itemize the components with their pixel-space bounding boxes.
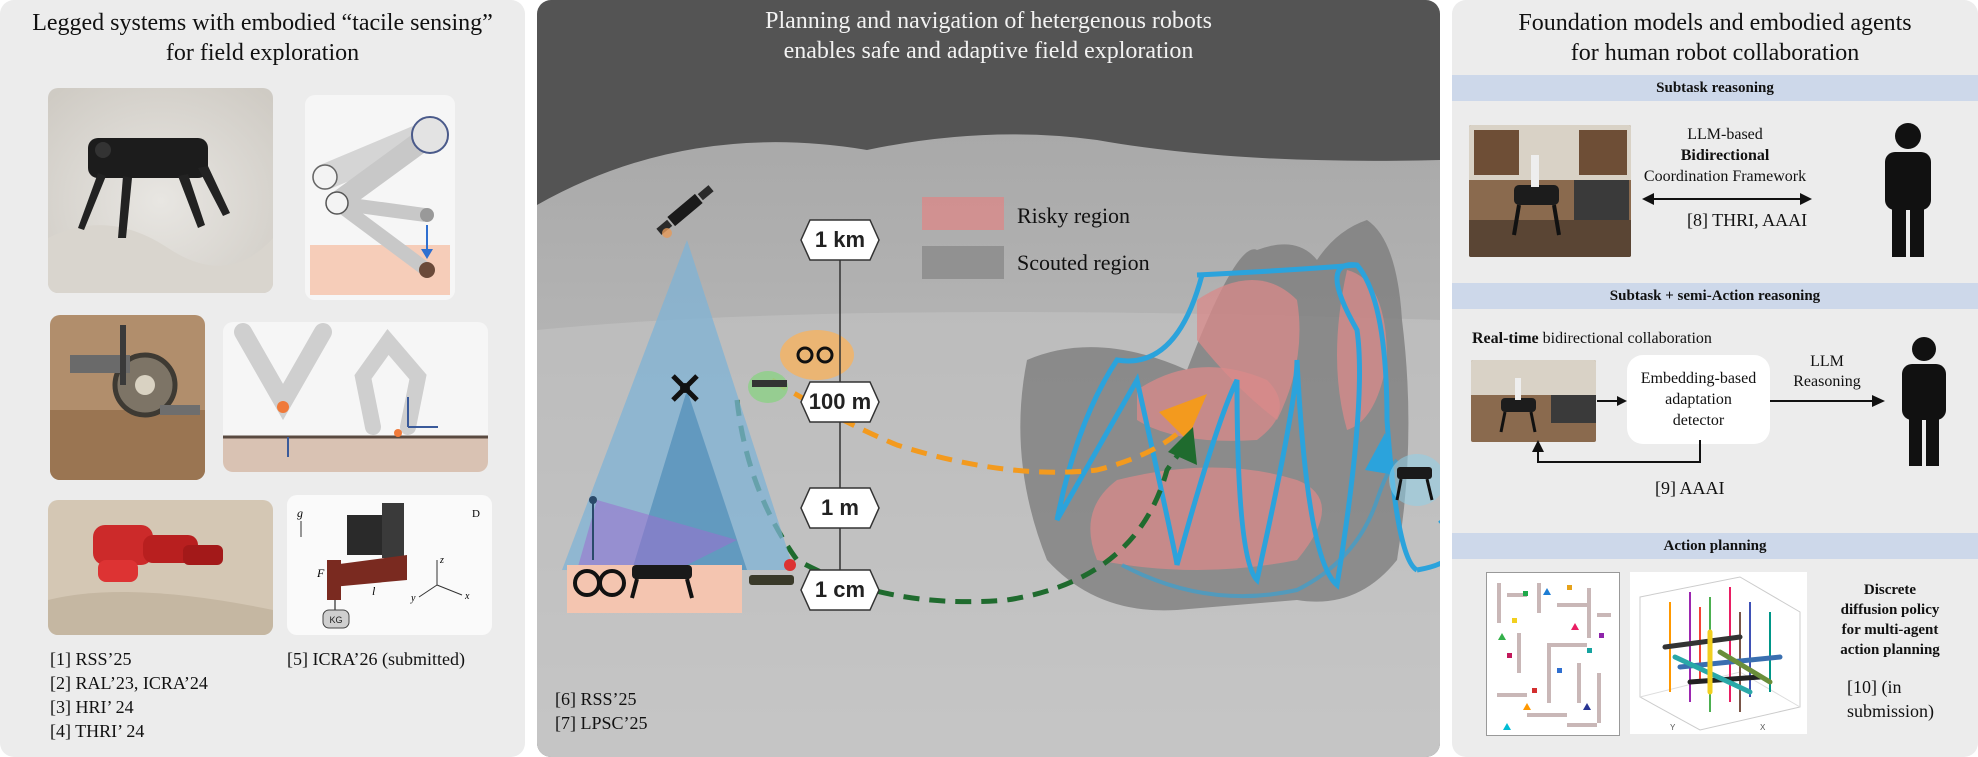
ref-item: [2] RAL’23, ICRA’24 — [50, 673, 208, 693]
ground-robots-icon — [573, 559, 796, 599]
axis-z-label: z — [439, 555, 444, 566]
realtime-heading-rest: bidirectional collaboration — [1538, 330, 1712, 347]
arrow-to-detector — [1597, 396, 1627, 406]
quadruped-robot-icon — [1389, 454, 1440, 506]
quadruped-sand-photo — [48, 88, 273, 293]
left-refs-col2: [5] ICRA’26 (submitted) — [287, 647, 465, 671]
sensing-cone — [562, 240, 794, 570]
gravity-label: g — [297, 506, 303, 520]
middle-refs: [6] RSS’25 [7] LPSC’25 — [555, 687, 648, 735]
scale-tag-label: 1 km — [814, 227, 866, 252]
scale-tag-1cm: 1 cm — [800, 569, 880, 611]
llm-line1: LLM — [1810, 353, 1844, 370]
left-panel-title: Legged systems with embodied “tacile sen… — [32, 10, 493, 66]
caption-line1: Discrete — [1863, 582, 1917, 598]
scale-tag-label: 100 m — [808, 389, 872, 414]
ref-item: [3] HRI’ 24 — [50, 697, 134, 717]
kitchen-robot-photo-small — [1471, 360, 1596, 442]
framework-caption: LLM-based Bidirectional Coordination Fra… — [1632, 124, 1818, 187]
middle-panel: Planning and navigation of hetergenous r… — [537, 0, 1440, 757]
ref-item: [1] RSS’25 — [50, 649, 132, 669]
risky-region — [1090, 467, 1322, 570]
satellite-icon — [656, 185, 714, 235]
scale-tag-label: 1 m — [821, 495, 859, 520]
right-panel: Foundation models and embodied agents fo… — [1452, 0, 1978, 757]
band-subtask-semi-action: Subtask + semi-Action reasoning — [1452, 283, 1978, 309]
realtime-heading-bold: Real-time — [1472, 330, 1539, 347]
section2-ref: [9] AAAI — [1655, 478, 1725, 498]
grid-map-plot — [1486, 572, 1620, 736]
scale-tag-1m: 1 m — [800, 487, 880, 529]
middle-panel-title: Planning and navigation of hetergenous r… — [765, 8, 1212, 64]
detector-line1: Embedding-based — [1640, 370, 1757, 387]
band-subtask-reasoning: Subtask reasoning — [1452, 75, 1978, 101]
legend-scouted-label: Scouted region — [1017, 250, 1150, 275]
legend-risky-label: Risky region — [1017, 203, 1131, 228]
robot-leg-soil-photo — [50, 315, 205, 480]
framework-line3: Coordination Framework — [1643, 168, 1807, 185]
framework-line2: Bidirectional — [1680, 147, 1770, 164]
scale-tag-label: 1 cm — [814, 577, 866, 602]
ref-item: [4] THRI’ 24 — [50, 721, 145, 741]
human-icon — [1902, 337, 1946, 466]
adaptation-detector-box: Embedding-based adaptation detector — [1627, 355, 1770, 444]
force-model-diagram: KG g D F l z x y — [287, 495, 492, 635]
weight-label: KG — [329, 615, 342, 625]
length-label: l — [372, 584, 376, 598]
risky-region — [1337, 270, 1387, 430]
trajectory-3d-plot: Y X — [1630, 572, 1807, 734]
ref-item: [6] RSS’25 — [555, 689, 637, 709]
bidirectional-arrow — [1642, 193, 1812, 205]
ref-line2: submission) — [1847, 701, 1935, 721]
realtime-heading: Real-time bidirectional collaboration — [1472, 330, 1712, 348]
force-label: F — [316, 566, 325, 580]
gripper-sand-photo — [48, 500, 273, 635]
section3-ref: [10] (in submission) — [1847, 675, 1934, 723]
plot-axis-y: Y — [1670, 723, 1676, 732]
llm-reasoning-label: LLM Reasoning — [1772, 352, 1882, 392]
ref-item: [5] ICRA’26 (submitted) — [287, 649, 465, 669]
legend-scouted-swatch — [922, 246, 1004, 279]
feedback-arrow — [1532, 440, 1701, 463]
orange-aerial-path — [770, 377, 1189, 475]
detector-line2: adaptation — [1665, 391, 1732, 408]
caption-line2: diffusion policy — [1840, 602, 1940, 618]
ref-line1: [10] (in — [1847, 677, 1902, 697]
framework-line1: LLM-based — [1687, 126, 1763, 143]
ref-item: [7] LPSC’25 — [555, 713, 648, 733]
axis-x-label: x — [464, 591, 470, 602]
left-panel: Legged systems with embodied “tacile sen… — [0, 0, 525, 757]
panel-label: D — [472, 508, 480, 520]
scale-tag-1km: 1 km — [800, 219, 880, 261]
diffusion-caption: Discrete diffusion policy for multi-agen… — [1802, 580, 1978, 660]
right-panel-title: Foundation models and embodied agents fo… — [1518, 10, 1912, 66]
caption-line3: for multi-agent — [1841, 622, 1939, 638]
axis-y-label: y — [410, 593, 416, 604]
drone-icon — [671, 374, 699, 402]
scout-drone-icon — [748, 330, 854, 403]
left-refs-col1: [1] RSS’25 [2] RAL’23, ICRA’24 [3] HRI’ … — [50, 647, 208, 743]
leg-contact-diagram — [223, 322, 488, 472]
arrow-to-human — [1770, 395, 1885, 407]
section1-ref: [8] THRI, AAAI — [1687, 210, 1808, 230]
detector-line3: detector — [1672, 412, 1725, 429]
legend-risky-swatch — [922, 197, 1004, 230]
band-action-planning: Action planning — [1452, 533, 1978, 559]
scale-tag-100m: 100 m — [800, 381, 880, 423]
caption-line4: action planning — [1840, 642, 1940, 658]
lunar-terrain-scene — [537, 134, 1440, 757]
plot-axis-x: X — [1760, 723, 1766, 732]
leg-model-diagram — [305, 95, 455, 300]
risky-region — [1197, 280, 1300, 420]
kitchen-robot-photo — [1469, 125, 1631, 257]
llm-line2: Reasoning — [1793, 373, 1861, 390]
human-icon — [1885, 123, 1931, 257]
